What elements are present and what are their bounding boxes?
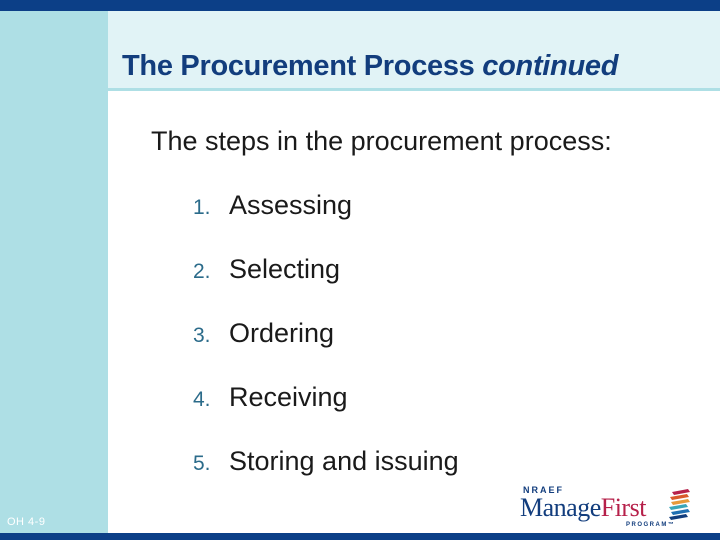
intro-text: The steps in the procurement process: bbox=[151, 126, 612, 156]
header-band bbox=[108, 11, 720, 88]
title-emphasis: continued bbox=[482, 50, 619, 82]
header-divider bbox=[108, 88, 720, 91]
step-label: Assessing bbox=[229, 190, 353, 220]
logo-program-text: PROGRAM™ bbox=[626, 522, 676, 528]
stacked-books-icon bbox=[669, 489, 690, 520]
slide-id: OH 4-9 bbox=[7, 516, 46, 528]
left-sidebar-band bbox=[0, 11, 108, 533]
slide-title: The Procurement Process continued bbox=[122, 50, 618, 83]
logo-main-text: ManageFirst bbox=[520, 493, 646, 523]
top-bar bbox=[0, 0, 720, 11]
step-label: Selecting bbox=[229, 254, 341, 284]
step-number: 4. bbox=[193, 388, 211, 411]
step-label: Receiving bbox=[229, 382, 348, 412]
logo-first: First bbox=[600, 493, 647, 522]
step-number: 1. bbox=[193, 196, 211, 219]
step-number: 5. bbox=[193, 452, 211, 475]
managefirst-logo: NRAEF ManageFirst PROGRAM™ bbox=[520, 480, 695, 530]
title-main: The Procurement Process bbox=[122, 50, 475, 82]
logo-nraef-text: NRAEF bbox=[523, 485, 564, 495]
step-label: Ordering bbox=[229, 318, 335, 348]
step-label: Storing and issuing bbox=[229, 446, 459, 476]
step-number: 2. bbox=[193, 260, 211, 283]
bottom-bar bbox=[0, 533, 720, 540]
step-number: 3. bbox=[193, 324, 211, 347]
logo-manage: Manage bbox=[520, 493, 601, 522]
